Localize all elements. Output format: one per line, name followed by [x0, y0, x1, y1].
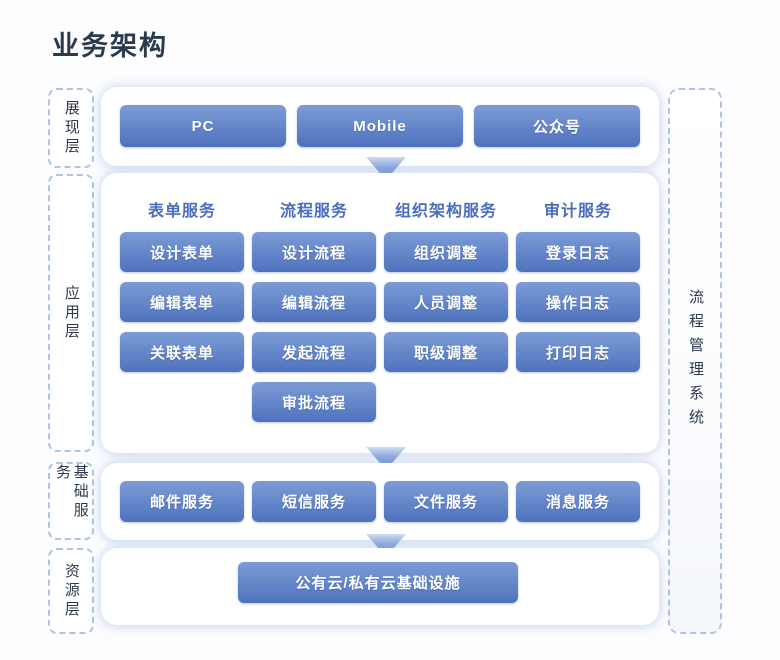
- system-tag-label: 流程管理系统: [687, 289, 704, 433]
- app-item-rank-adjust[interactable]: 职级调整: [384, 332, 508, 372]
- page-title: 业务架构: [52, 31, 168, 61]
- arrow-basic-to-resource-icon: [364, 533, 408, 559]
- app-item-start-process[interactable]: 发起流程: [252, 332, 376, 372]
- app-item-operation-log[interactable]: 操作日志: [516, 282, 640, 322]
- application-column-headers: 表单服务 流程服务 组织架构服务 审计服务: [120, 197, 640, 221]
- app-item-design-form[interactable]: 设计表单: [120, 232, 244, 272]
- app-item-login-log[interactable]: 登录日志: [516, 232, 640, 272]
- application-grid: 设计表单 编辑表单 关联表单 设计流程 编辑流程 发起流程 审批流程 组织调整 …: [120, 232, 640, 422]
- resource-row: 公有云/私有云基础设施: [238, 562, 518, 603]
- app-item-edit-process[interactable]: 编辑流程: [252, 282, 376, 322]
- app-item-edit-form[interactable]: 编辑表单: [120, 282, 244, 322]
- basic-item-sms-service[interactable]: 短信服务: [252, 481, 376, 522]
- presentation-row: PC Mobile 公众号: [120, 105, 640, 147]
- layer-tag-presentation-label: 展现层: [62, 99, 80, 157]
- layer-tag-application-label: 应用层: [62, 284, 80, 342]
- application-column-form-service: 设计表单 编辑表单 关联表单: [120, 232, 244, 422]
- app-item-org-adjust[interactable]: 组织调整: [384, 232, 508, 272]
- app-item-link-form[interactable]: 关联表单: [120, 332, 244, 372]
- basic-item-mail-service[interactable]: 邮件服务: [120, 481, 244, 522]
- layer-tag-presentation: 展现层: [48, 88, 94, 168]
- layer-tag-basic-service: 基础服务: [48, 462, 94, 540]
- presentation-item-pc[interactable]: PC: [120, 105, 286, 147]
- layer-tag-application: 应用层: [48, 174, 94, 452]
- application-column-org-service: 组织调整 人员调整 职级调整: [384, 232, 508, 422]
- application-column-audit-service: 登录日志 操作日志 打印日志: [516, 232, 640, 422]
- system-tag-process-management: 流程管理系统: [668, 88, 722, 634]
- arrow-presentation-to-application-icon: [364, 156, 408, 182]
- app-item-print-log[interactable]: 打印日志: [516, 332, 640, 372]
- column-header-process-service: 流程服务: [279, 203, 348, 220]
- basic-item-file-service[interactable]: 文件服务: [384, 481, 508, 522]
- app-item-personnel-adjust[interactable]: 人员调整: [384, 282, 508, 322]
- column-header-form-service: 表单服务: [147, 203, 216, 220]
- presentation-item-official-account[interactable]: 公众号: [474, 105, 640, 147]
- layer-tag-resource: 资源层: [48, 548, 94, 634]
- layer-tag-resource-label: 资源层: [62, 562, 80, 620]
- layer-tag-basic-service-label: 基础服务: [54, 464, 89, 521]
- basic-item-message-service[interactable]: 消息服务: [516, 481, 640, 522]
- arrow-application-to-basic-icon: [364, 446, 408, 472]
- column-header-org-service: 组织架构服务: [394, 203, 497, 220]
- app-item-approve-process[interactable]: 审批流程: [252, 382, 376, 422]
- app-item-design-process[interactable]: 设计流程: [252, 232, 376, 272]
- basic-service-row: 邮件服务 短信服务 文件服务 消息服务: [120, 481, 640, 522]
- column-header-audit-service: 审计服务: [543, 203, 612, 220]
- presentation-item-mobile[interactable]: Mobile: [297, 105, 463, 147]
- application-column-process-service: 设计流程 编辑流程 发起流程 审批流程: [252, 232, 376, 422]
- resource-item-cloud-infrastructure[interactable]: 公有云/私有云基础设施: [238, 562, 518, 603]
